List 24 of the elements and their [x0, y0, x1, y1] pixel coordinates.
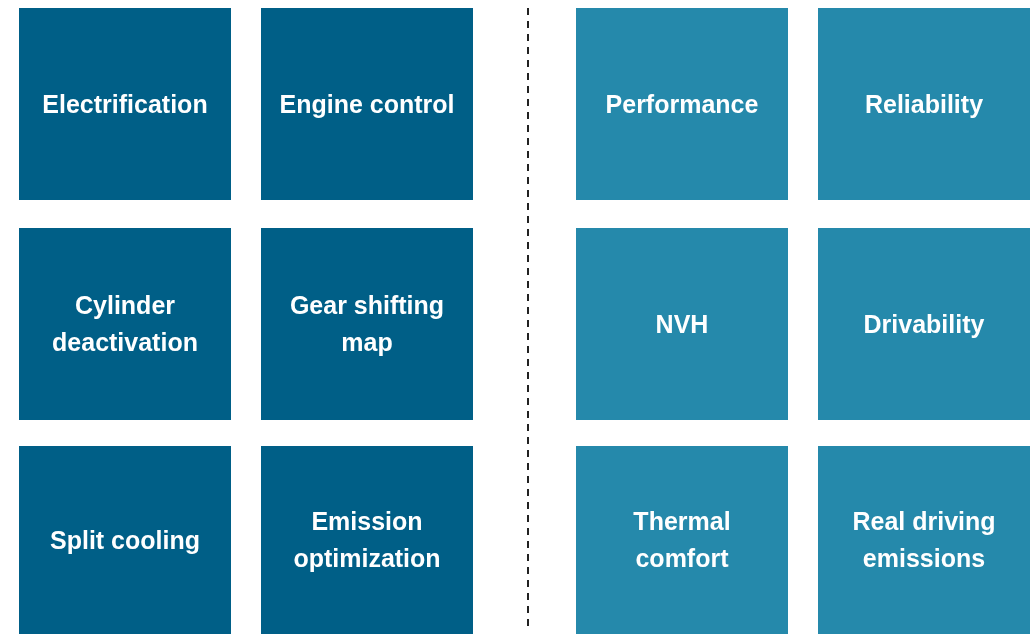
topic-box [261, 8, 473, 200]
topic-box [818, 8, 1030, 200]
topic-box [19, 446, 231, 634]
topic-box [576, 228, 788, 420]
topic-label: Electrification [42, 88, 208, 120]
topic-box [818, 228, 1030, 420]
topic-label: Engine control [279, 88, 455, 120]
topic-label: Split cooling [50, 524, 200, 556]
topic-label: Reliability [864, 88, 984, 120]
topic-label: Thermal comfort [632, 506, 732, 574]
topic-box [576, 446, 788, 634]
topic-box [19, 8, 231, 200]
topic-label: Cylinder deactivation [51, 290, 199, 358]
topic-box [261, 446, 473, 634]
topic-label: Real driving emissions [851, 506, 997, 574]
topic-label: NVH [655, 308, 709, 340]
topic-label: Emission optimization [292, 506, 442, 574]
topic-box [261, 228, 473, 420]
topic-label: Performance [605, 88, 759, 120]
topic-label: Gear shifting map [288, 290, 446, 358]
topic-box [19, 228, 231, 420]
topic-box [818, 446, 1030, 634]
topic-label: Drivability [863, 308, 985, 340]
topic-box [576, 8, 788, 200]
